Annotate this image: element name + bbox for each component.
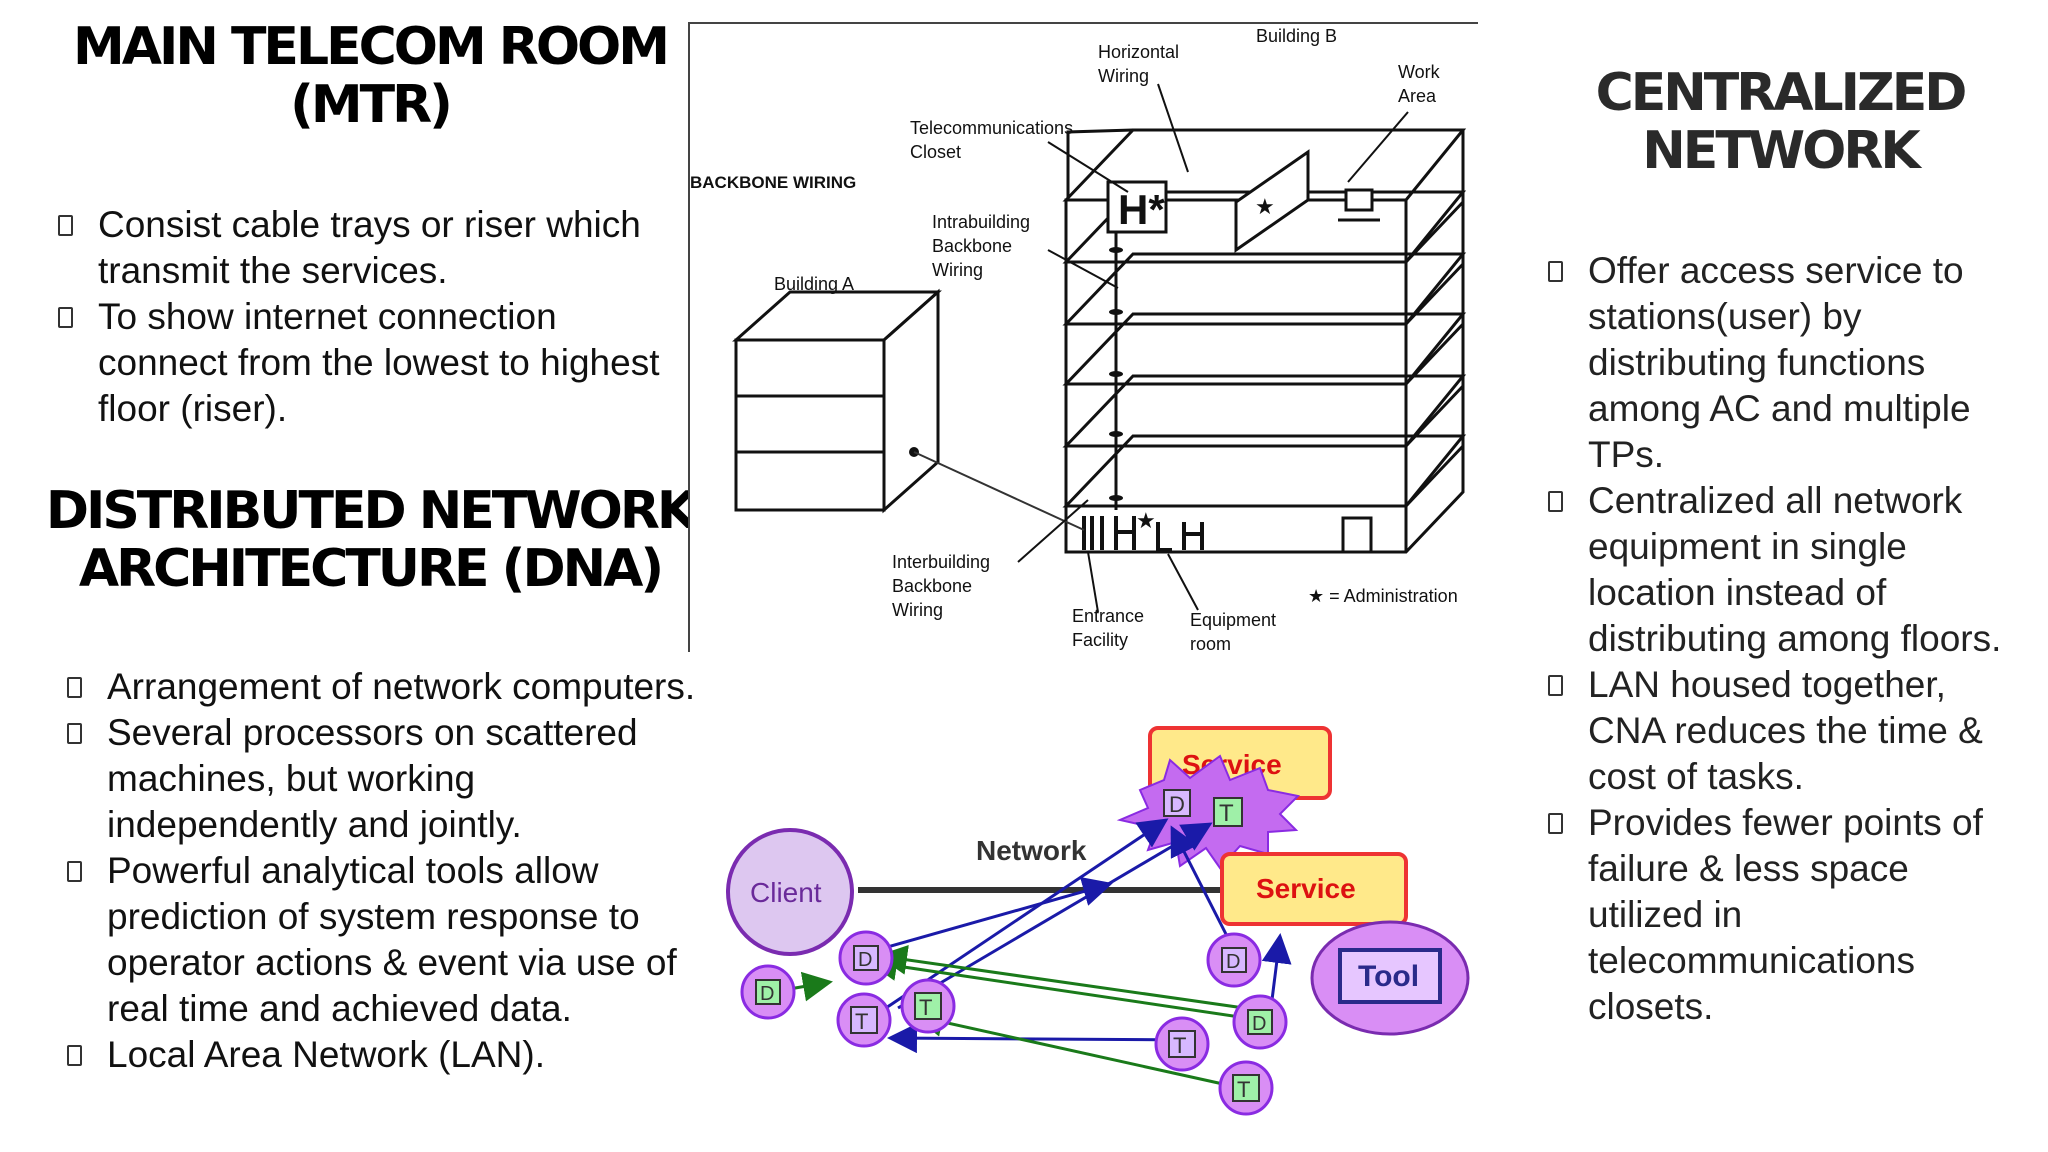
label-work-area: Work — [1398, 62, 1441, 82]
dna-bullet-list: Arrangement of network computers. Severa… — [67, 664, 707, 1078]
dna-heading: DISTRIBUTED NETWORK ARCHITECTURE (DNA) — [40, 481, 700, 600]
computer-icon — [1338, 188, 1380, 222]
dna-bullet: Arrangement of network computers. — [67, 664, 707, 710]
building-b-shape — [1062, 128, 1467, 554]
cna-bullet: LAN housed together, CNA reduces the tim… — [1548, 662, 2028, 800]
admin-star-icon: ★ — [1136, 508, 1156, 533]
building-cabling-diagram: H* ★ ★ Building B Horizontal Wiring Work… — [688, 22, 1478, 652]
cna-bullet: Provides fewer points of failure & less … — [1548, 800, 2028, 1030]
t-node[interactable]: T — [836, 992, 892, 1048]
mtr-bullet-text: Consist cable trays or riser which trans… — [98, 204, 641, 291]
label-building-b: Building B — [1256, 26, 1337, 46]
label-intrabuilding: Wiring — [932, 260, 983, 280]
tool-box — [1338, 948, 1442, 1004]
d-node[interactable]: D — [1232, 994, 1288, 1050]
label-horizontal-wiring: Wiring — [1098, 66, 1149, 86]
dna-bullet-text: Arrangement of network computers. — [107, 666, 696, 707]
d-node-label: D — [1169, 792, 1185, 817]
t-node-label: T — [1173, 1033, 1186, 1058]
d-node-box — [1163, 789, 1191, 817]
building-a-shape — [732, 288, 942, 514]
entrance-facility-equipment — [1082, 516, 1204, 552]
service-box-mid — [1220, 852, 1408, 926]
t-node[interactable]: T — [1154, 1016, 1210, 1072]
label-interbuilding: Interbuilding — [892, 552, 990, 572]
mtr-bullet: To show internet connection connect from… — [58, 294, 688, 432]
t-node-box — [1213, 797, 1243, 827]
cna-bullet-text: Centralized all network equipment in sin… — [1588, 480, 2002, 659]
label-telecom-closet: Closet — [910, 142, 961, 162]
t-node-label: T — [855, 1009, 868, 1034]
t-node-label: T — [919, 995, 932, 1020]
dna-bullet: Several processors on scattered machines… — [67, 710, 707, 848]
dna-heading-line1: DISTRIBUTED NETWORK — [45, 481, 697, 541]
bullet-box-icon — [58, 307, 73, 328]
cna-bullet-text: Provides fewer points of failure & less … — [1588, 802, 1983, 1027]
label-horizontal-wiring: Horizontal — [1098, 42, 1179, 62]
dna-bullet: Powerful analytical tools allow predicti… — [67, 848, 707, 1032]
d-node-label: D — [1226, 951, 1240, 973]
label-entrance-facility: Entrance — [1072, 606, 1144, 626]
label-interbuilding: Backbone — [892, 576, 972, 596]
dna-bullet-text: Powerful analytical tools allow predicti… — [107, 850, 677, 1029]
bullet-box-icon — [1548, 813, 1563, 834]
client-node[interactable] — [726, 828, 854, 956]
cna-bullet-list: Offer access service to stations(user) b… — [1548, 248, 2028, 1030]
dna-bullet-text: Local Area Network (LAN). — [107, 1034, 546, 1075]
label-admin-legend: ★ = Administration — [1308, 586, 1458, 606]
dna-heading-line2: ARCHITECTURE (DNA) — [78, 539, 664, 600]
cna-bullet: Centralized all network equipment in sin… — [1548, 478, 2028, 662]
bullet-box-icon — [58, 215, 73, 236]
label-building-a: Building A — [774, 274, 854, 294]
mtr-heading-line2: (MTR) — [290, 75, 453, 136]
cna-bullet-text: LAN housed together, CNA reduces the tim… — [1588, 664, 1983, 797]
bullet-box-icon — [67, 861, 82, 882]
mtr-bullet-text: To show internet connection connect from… — [98, 296, 660, 429]
mtr-bullet: Consist cable trays or riser which trans… — [58, 202, 688, 294]
cna-bullet-text: Offer access service to stations(user) b… — [1588, 250, 1971, 475]
bullet-box-icon — [1548, 675, 1563, 696]
distributed-network-diagram: Network Service D T Service Client Tool … — [726, 726, 1470, 1116]
bullet-box-icon — [67, 723, 82, 744]
d-node-label: D — [1252, 1013, 1266, 1035]
bullet-box-icon — [67, 1045, 82, 1066]
cna-heading: CENTRALIZED NETWORK — [1560, 63, 2000, 182]
t-node[interactable]: T — [900, 978, 956, 1034]
mtr-bullet-list: Consist cable trays or riser which trans… — [58, 202, 688, 432]
label-intrabuilding: Intrabuilding — [932, 212, 1030, 232]
label-work-area: Area — [1398, 86, 1437, 106]
service-label-mid: Service — [1256, 873, 1356, 904]
bullet-box-icon — [1548, 261, 1563, 282]
label-entrance-facility: Facility — [1072, 630, 1128, 650]
network-label: Network — [976, 835, 1087, 866]
bullet-box-icon — [67, 677, 82, 698]
d-node-label: D — [858, 949, 872, 971]
client-label: Client — [750, 877, 822, 908]
d-node[interactable]: D — [740, 964, 796, 1020]
label-equipment-room: Equipment — [1190, 610, 1276, 630]
label-telecom-closet: Telecommunications — [910, 118, 1073, 138]
t-node[interactable]: T — [1218, 1060, 1274, 1116]
mtr-heading-line1: MAIN TELECOM ROOM — [72, 17, 670, 77]
mtr-heading: MAIN TELECOM ROOM (MTR) — [40, 17, 700, 136]
admin-star-icon: ★ — [1255, 194, 1275, 219]
tool-label: Tool — [1358, 960, 1419, 993]
dna-bullet-text: Several processors on scattered machines… — [107, 712, 638, 845]
t-node-label: T — [1237, 1077, 1250, 1102]
cna-bullet: Offer access service to stations(user) b… — [1548, 248, 2028, 478]
d-node[interactable]: D — [838, 930, 894, 986]
d-node[interactable]: D — [1206, 932, 1262, 988]
label-interbuilding: Wiring — [892, 600, 943, 620]
bullet-box-icon — [1548, 491, 1563, 512]
dna-bullet: Local Area Network (LAN). — [67, 1032, 707, 1078]
label-backbone-wiring: BACKBONE WIRING — [690, 173, 856, 192]
label-intrabuilding: Backbone — [932, 236, 1012, 256]
cna-heading-line2: NETWORK — [1642, 121, 1920, 182]
d-node-label: D — [760, 983, 774, 1005]
label-equipment-room: room — [1190, 634, 1231, 652]
cna-heading-line1: CENTRALIZED — [1595, 63, 1968, 123]
t-node-label: T — [1219, 800, 1234, 827]
closet-h-symbol: H* — [1118, 186, 1165, 233]
